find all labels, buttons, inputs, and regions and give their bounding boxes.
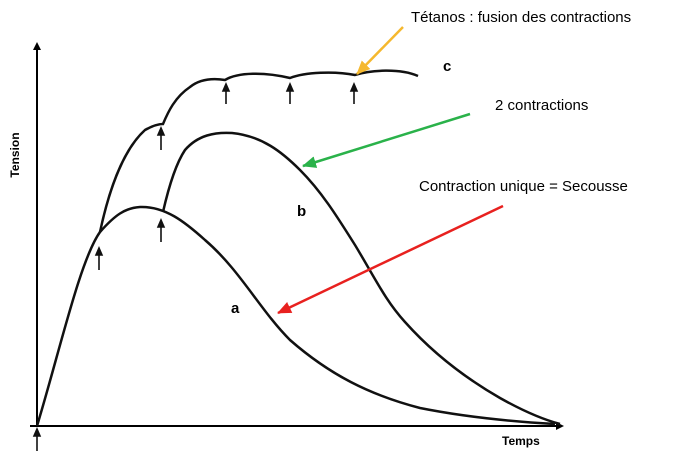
stimulus-arrow-icon bbox=[156, 125, 166, 150]
curve-a-single-twitch bbox=[35, 205, 556, 427]
stimulus-arrow-icon bbox=[221, 81, 231, 104]
single-contraction-annotation: Contraction unique = Secousse bbox=[419, 178, 628, 195]
single-contraction-arrow-icon bbox=[277, 204, 504, 315]
two-contractions-arrow-icon bbox=[302, 112, 471, 168]
stimulus-arrow-icon bbox=[285, 81, 295, 104]
two-contractions-annotation: 2 contractions bbox=[495, 97, 588, 114]
stimulus-arrows bbox=[32, 81, 359, 451]
x-axis-label: Temps bbox=[502, 434, 540, 448]
stimulus-arrow-icon bbox=[349, 81, 359, 104]
stimulus-arrow-icon bbox=[94, 245, 104, 270]
curve-label-a: a bbox=[231, 300, 240, 317]
y-axis-label: Tension bbox=[8, 132, 22, 177]
curve-label-c: c bbox=[443, 58, 451, 75]
stimulus-arrow-icon bbox=[32, 426, 42, 451]
curve-c-tetanus bbox=[98, 69, 419, 233]
tetanos-annotation: Tétanos : fusion des contractions bbox=[411, 9, 631, 26]
tetanos-arrow-icon bbox=[356, 26, 404, 75]
curve-label-b: b bbox=[297, 203, 306, 220]
stimulus-arrow-icon bbox=[156, 217, 166, 242]
curve-b-two-contractions bbox=[161, 131, 561, 426]
